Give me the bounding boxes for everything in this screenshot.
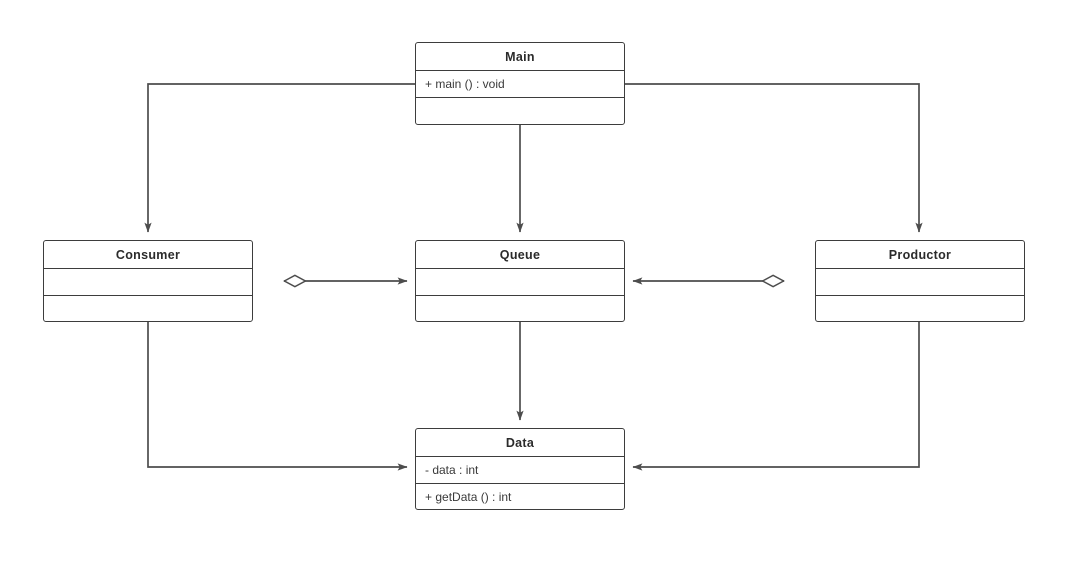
class-compartment-queue-1 <box>416 268 624 295</box>
class-compartment-main-2 <box>416 97 624 124</box>
relationship-main-to-consumer[interactable] <box>144 83 415 233</box>
class-name-main: Main <box>505 49 535 64</box>
class-name-queue: Queue <box>499 247 541 262</box>
class-name-data: Data <box>505 435 535 450</box>
class-name-productor: Productor <box>888 247 952 262</box>
uml-class-consumer[interactable]: Consumer <box>43 240 253 322</box>
class-compartment-consumer-2 <box>44 295 252 321</box>
relationship-productor-to-data[interactable] <box>632 322 920 471</box>
class-name-consumer: Consumer <box>115 247 181 262</box>
class-compartment-productor-1 <box>816 268 1024 295</box>
relationship-main-to-productor[interactable] <box>625 83 923 233</box>
class-compartment-main-1: + main () : void <box>416 70 624 97</box>
class-compartment-productor-2 <box>816 295 1024 321</box>
class-compartment-data-1: - data : int <box>416 456 624 483</box>
class-compartment-data-2: + getData () : int <box>416 483 624 509</box>
uml-class-queue[interactable]: Queue <box>415 240 625 322</box>
uml-class-productor[interactable]: Productor <box>815 240 1025 322</box>
class-compartment-queue-2 <box>416 295 624 321</box>
class-compartment-consumer-1 <box>44 268 252 295</box>
uml-class-data[interactable]: Data - data : int+ getData () : int <box>415 428 625 510</box>
uml-class-main[interactable]: Main + main () : void <box>415 42 625 125</box>
relationship-consumer-to-data[interactable] <box>147 322 408 471</box>
